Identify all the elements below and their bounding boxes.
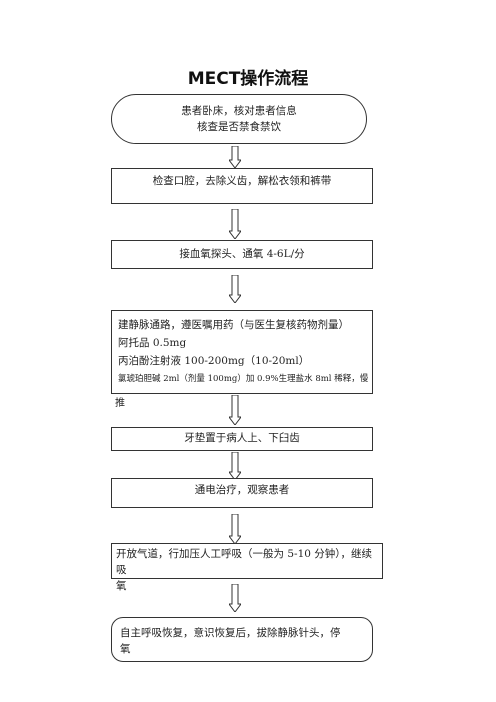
- step-7-line-1: 开放气道，行加压人工呼吸（一般为 5-10 分钟），继续吸: [116, 548, 373, 576]
- down-arrow-icon: [229, 514, 241, 544]
- step-1-line-2: 核查是否禁食禁饮: [197, 121, 281, 133]
- page-title: MECT操作流程: [187, 69, 309, 89]
- step-4-line-3: 丙泊酚注射液 100-200mg（10-20ml）: [118, 355, 310, 367]
- step-1-line-1: 患者卧床，核对患者信息: [181, 105, 297, 117]
- down-arrow-icon: [229, 146, 241, 168]
- step-7-line-2: 氧: [116, 580, 127, 592]
- step-7-box: 开放气道，行加压人工呼吸（一般为 5-10 分钟），继续吸 氧: [111, 543, 383, 592]
- step-4-line-2: 阿托品 0.5mg: [118, 337, 187, 349]
- step-5-line-1: 牙垫置于病人上、下臼齿: [184, 432, 300, 444]
- step-4-line-1: 建静脉通路，遵医嘱用药（与医生复核药物剂量）: [118, 319, 349, 331]
- step-5-box: 牙垫置于病人上、下臼齿: [111, 427, 373, 451]
- step-3-box: 接血氧探头、通氧 4-6L/分: [111, 240, 373, 269]
- down-arrow-icon: [229, 275, 241, 303]
- step-6-box: 通电治疗，观察患者: [111, 478, 373, 508]
- step-6-line-1: 通电治疗，观察患者: [194, 484, 290, 496]
- step-8-line-2: 氧: [120, 643, 131, 655]
- step-4-line-4: 氯琥珀胆碱 2ml（剂量 100mg）加 0.9%生理盐水 8ml 稀释，慢: [118, 374, 369, 384]
- step-8-line-1: 自主呼吸恢复，意识恢复后，拔除静脉针头，停: [120, 627, 341, 639]
- step-2-box: 检查口腔，去除义齿，解松衣领和裤带: [111, 168, 373, 204]
- down-arrow-icon: [229, 209, 241, 239]
- down-arrow-icon: [229, 452, 241, 480]
- step-4-box: 建静脉通路，遵医嘱用药（与医生复核药物剂量） 阿托品 0.5mg 丙泊酚注射液 …: [111, 310, 373, 394]
- down-arrow-icon: [229, 584, 241, 612]
- step-4-overflow: 推: [115, 398, 125, 409]
- step-3-line-1: 接血氧探头、通氧 4-6L/分: [179, 248, 305, 260]
- down-arrow-icon: [229, 395, 241, 425]
- step-8-box: 自主呼吸恢复，意识恢复后，拔除静脉针头，停 氧: [111, 617, 373, 662]
- step-2-line-1: 检查口腔，去除义齿，解松衣领和裤带: [152, 175, 332, 187]
- step-1-box: 患者卧床，核对患者信息 核查是否禁食禁饮: [111, 94, 367, 144]
